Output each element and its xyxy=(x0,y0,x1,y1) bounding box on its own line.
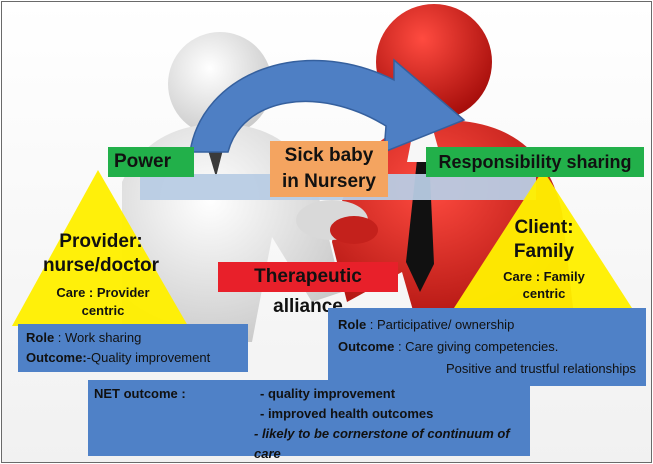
net-outcome-label: NET outcome : xyxy=(94,386,186,401)
therapeutic-alliance-label: Therapeutic alliance xyxy=(218,262,398,317)
sick-baby-line2: in Nursery xyxy=(282,171,376,192)
curved-arrow-icon xyxy=(189,58,466,154)
provider-title-line1: Provider: xyxy=(59,231,143,252)
provider-care: Care : Provider centric xyxy=(28,284,178,320)
client-care: Care : Family centric xyxy=(476,268,612,302)
client-outcome-text: : Care giving competencies. xyxy=(394,339,559,354)
client-outcome-label: Outcome xyxy=(338,339,395,354)
provider-role-label: Role xyxy=(26,330,55,345)
client-care-line1: Care : Family xyxy=(503,269,585,284)
net-outcome-box: NET outcome : - quality improvement - im… xyxy=(88,380,530,461)
client-triangle xyxy=(454,170,632,308)
client-role-text: : Participative/ ownership xyxy=(366,317,515,332)
net-outcome-item1: - quality improvement xyxy=(260,386,396,401)
provider-role-line: Role : Work sharing xyxy=(26,328,240,348)
provider-role-box: Role : Work sharing Outcome:-Quality imp… xyxy=(18,324,248,372)
client-care-line2: centric xyxy=(522,286,566,301)
client-title: Client: Family xyxy=(494,216,594,264)
client-role-label: Role xyxy=(338,317,367,332)
responsibility-sharing-label: Responsibility sharing xyxy=(426,147,644,177)
client-title-line2: Family xyxy=(513,241,575,262)
provider-care-line1: Care : Provider xyxy=(56,285,150,300)
provider-care-line2: centric xyxy=(81,303,125,318)
net-outcome-item2: - improved health outcomes xyxy=(260,406,434,421)
power-label: Power xyxy=(108,147,194,177)
provider-outcome-text: -Quality improvement xyxy=(86,350,211,365)
provider-title: Provider: nurse/doctor xyxy=(22,230,180,278)
sick-baby-label: Sick baby in Nursery xyxy=(270,141,388,197)
provider-role-text: : Work sharing xyxy=(54,330,142,345)
client-role-line: Role : Participative/ ownership xyxy=(338,314,636,336)
provider-outcome-label: Outcome: xyxy=(26,350,87,365)
provider-triangle xyxy=(12,170,188,326)
client-outcome-line2: Positive and trustful relationships xyxy=(445,361,636,376)
provider-title-line2: nurse/doctor xyxy=(42,255,160,276)
provider-outcome-line: Outcome:-Quality improvement xyxy=(26,348,240,368)
client-outcome-line: Outcome : Care giving competencies. xyxy=(338,336,636,358)
sick-baby-line1: Sick baby xyxy=(284,145,374,166)
client-role-box: Role : Participative/ ownership Outcome … xyxy=(328,308,646,386)
client-title-line1: Client: xyxy=(514,217,574,238)
net-outcome-item3: - likely to be cornerstone of continuum … xyxy=(254,426,510,461)
